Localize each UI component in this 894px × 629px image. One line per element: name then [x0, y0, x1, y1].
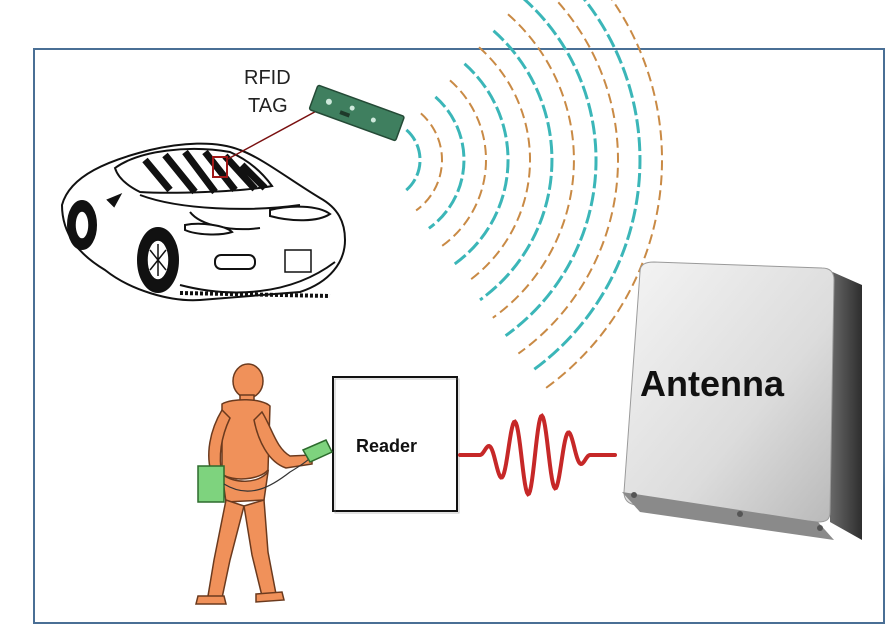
car-illustration — [60, 142, 347, 302]
reader-antenna-signal — [458, 413, 617, 497]
wave-arc — [543, 0, 663, 391]
belt-pack-device — [197, 465, 225, 503]
wave-arc — [504, 0, 598, 337]
wave-arc — [453, 62, 510, 266]
rfid-tag-label-line1: RFID — [244, 67, 291, 89]
wave-arc — [517, 0, 619, 355]
rfid-tag-board — [308, 84, 405, 142]
reader-box: Reader — [332, 376, 460, 514]
wave-arc — [466, 46, 531, 283]
handheld-cable — [223, 457, 311, 492]
radio-waves — [402, 0, 663, 391]
wave-arc — [441, 79, 487, 248]
person-operator — [195, 363, 313, 605]
antenna-label: Antenna — [640, 363, 785, 404]
tag-pointer-line — [225, 107, 323, 161]
wave-arc — [402, 128, 422, 194]
wave-arc — [428, 95, 466, 230]
reader-label: Reader — [356, 436, 417, 456]
wave-arc — [492, 13, 575, 319]
wave-arc — [479, 29, 554, 302]
wave-arc — [415, 112, 443, 212]
rfid-tag-label-line2: TAG — [248, 95, 288, 117]
wave-arc — [530, 0, 642, 373]
antenna-panel: Antenna — [610, 220, 894, 570]
handheld-scanner — [301, 439, 334, 463]
